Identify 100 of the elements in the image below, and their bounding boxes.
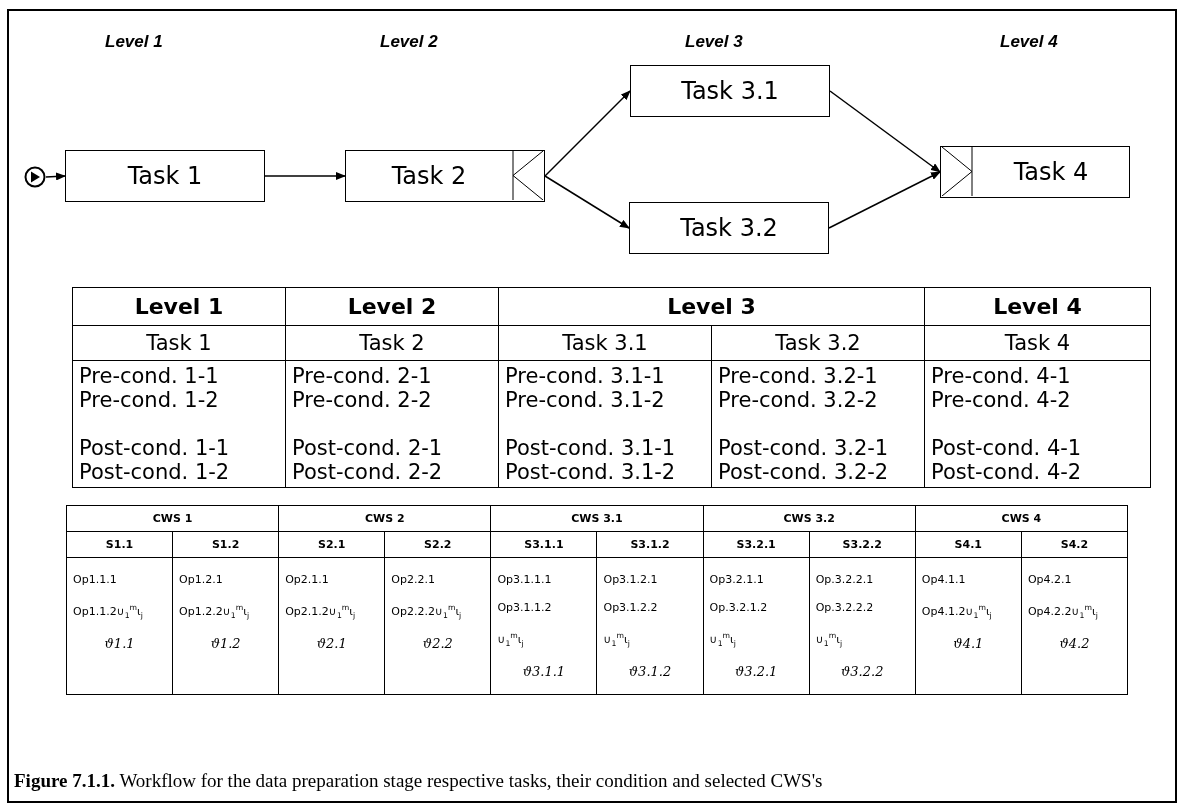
condition-text: Pre-cond. 2-1 — [292, 364, 433, 388]
table-cell: Task 3.2 — [711, 325, 925, 361]
task-box — [940, 146, 1130, 198]
header-cell: CWS 3.1 — [490, 505, 704, 532]
header-cell: Level 3 — [498, 287, 925, 326]
header-cell: S4.2 — [1021, 531, 1128, 558]
condition-text: Post-cond. 1-1 — [79, 436, 231, 460]
theta-value: ϑ3.2.2 — [840, 662, 885, 681]
header-cell: Level 1 — [72, 287, 286, 326]
header-cell: CWS 3.2 — [703, 505, 916, 532]
table-cell: Task 4 — [924, 325, 1151, 361]
arrow — [264, 172, 346, 180]
level-label: Level 4 — [1000, 32, 1058, 52]
header-cell: Level 2 — [285, 287, 499, 326]
operation-text: Op1.1.2∪$_{1}$$^{m}$ι$_{j}$ — [73, 602, 144, 622]
theta-value: ϑ1.1 — [103, 634, 136, 653]
operation-text: Op3.1.1.2 — [497, 600, 553, 616]
task-label: Task 3.2 — [680, 214, 778, 242]
condition-text: Post-cond. 3.2-1 — [718, 436, 890, 460]
condition-text: Pre-cond. 1-2 — [79, 388, 220, 412]
header-cell: S3.1.1 — [490, 531, 597, 558]
condition-text: Post-cond. 1-2 — [79, 460, 231, 484]
start-event-icon — [24, 166, 46, 188]
condition-text: Post-cond. 3.1-1 — [505, 436, 677, 460]
theta-value: ϑ4.1 — [952, 634, 985, 653]
level-label: Level 1 — [105, 32, 163, 52]
operation-text: Op3.1.1.1 — [497, 572, 553, 588]
arrow — [828, 171, 941, 229]
theta-value: ϑ3.1.1 — [521, 662, 567, 681]
task-box — [65, 150, 265, 202]
theta-value: ϑ1.2 — [209, 634, 242, 653]
condition-text: Pre-cond. 3.1-1 — [505, 364, 666, 388]
theta-value: ϑ2.1 — [315, 634, 348, 653]
condition-text: Post-cond. 4-2 — [931, 460, 1083, 484]
header-cell: CWS 4 — [915, 505, 1128, 532]
arrow — [45, 172, 66, 181]
table-cell: Task 3.1 — [498, 325, 712, 361]
condition-text: Pre-cond. 2-2 — [292, 388, 433, 412]
task-box — [345, 150, 545, 202]
header-cell: S1.1 — [66, 531, 173, 558]
figure-caption: Figure 7.1.1. Workflow for the data preparation stage respective tasks, their condition and selected CWS's — [14, 770, 823, 792]
header-cell: S3.2.2 — [809, 531, 916, 558]
operation-text: ∪$_{1}$$^{m}$ι$_{j}$ — [497, 630, 525, 650]
task-label: Task 2 — [391, 162, 467, 190]
theta-value: ϑ3.2.1 — [733, 662, 779, 681]
operation-text: Op4.1.1 — [921, 572, 967, 588]
operation-text: Op3.1.2.2 — [603, 600, 659, 616]
task-label: Task 4 — [1013, 158, 1089, 186]
arrow — [544, 90, 631, 177]
condition-text: Post-cond. 2-2 — [292, 460, 444, 484]
operation-text: Op.3.2.2.2 — [815, 600, 875, 616]
operation-text: Op2.1.2∪$_{1}$$^{m}$ι$_{j}$ — [285, 602, 357, 622]
level-label: Level 2 — [380, 32, 438, 52]
theta-value: ϑ3.1.2 — [627, 662, 673, 681]
operation-text: Op2.2.1 — [391, 572, 436, 588]
header-cell: CWS 2 — [278, 505, 491, 532]
operation-text: Op.3.2.1.2 — [709, 600, 769, 616]
operation-text: ∪$_{1}$$^{m}$ι$_{j}$ — [815, 630, 843, 650]
task-box — [629, 202, 829, 254]
condition-text: Pre-cond. 4-1 — [931, 364, 1072, 388]
arrow — [829, 90, 941, 173]
condition-text: Post-cond. 2-1 — [292, 436, 444, 460]
condition-text: Pre-cond. 3.2-2 — [718, 388, 879, 412]
arrow — [544, 175, 630, 229]
condition-text: Pre-cond. 3.1-2 — [505, 388, 666, 412]
header-cell: S2.1 — [278, 531, 385, 558]
task-label: Task 3.1 — [681, 77, 779, 105]
operation-text: Op2.2.2∪$_{1}$$^{m}$ι$_{j}$ — [391, 602, 463, 622]
operation-text: Op3.1.2.1 — [603, 572, 659, 588]
operation-text: Op4.1.2∪$_{1}$$^{m}$ι$_{j}$ — [921, 602, 993, 622]
task-label: Task 1 — [127, 162, 203, 190]
operation-text: Op1.2.1 — [179, 572, 224, 588]
header-cell: S2.2 — [384, 531, 491, 558]
table-cell: Task 2 — [285, 325, 499, 361]
theta-value: ϑ4.2 — [1058, 634, 1091, 653]
header-cell: CWS 1 — [66, 505, 279, 532]
condition-text: Post-cond. 3.1-2 — [505, 460, 677, 484]
operation-text: Op3.2.1.1 — [709, 572, 765, 588]
header-cell: S4.1 — [915, 531, 1022, 558]
condition-text: Pre-cond. 1-1 — [79, 364, 220, 388]
theta-value: ϑ2.2 — [421, 634, 454, 653]
header-cell: Level 4 — [924, 287, 1151, 326]
condition-text: Pre-cond. 4-2 — [931, 388, 1072, 412]
table-cell: Task 1 — [72, 325, 286, 361]
condition-text: Post-cond. 3.2-2 — [718, 460, 890, 484]
operation-text: Op1.1.1 — [73, 572, 118, 588]
condition-text: Post-cond. 4-1 — [931, 436, 1083, 460]
operation-text: ∪$_{1}$$^{m}$ι$_{j}$ — [603, 630, 631, 650]
operation-text: Op2.1.1 — [285, 572, 330, 588]
operation-text: Op4.2.1 — [1027, 572, 1073, 588]
operation-text: ∪$_{1}$$^{m}$ι$_{j}$ — [709, 630, 737, 650]
level-label: Level 3 — [685, 32, 743, 52]
operation-text: Op.3.2.2.1 — [815, 572, 875, 588]
header-cell: S1.2 — [172, 531, 279, 558]
task-box — [630, 65, 830, 117]
operation-text: Op1.2.2∪$_{1}$$^{m}$ι$_{j}$ — [179, 602, 251, 622]
header-cell: S3.2.1 — [703, 531, 810, 558]
header-cell: S3.1.2 — [596, 531, 704, 558]
operation-text: Op4.2.2∪$_{1}$$^{m}$ι$_{j}$ — [1027, 602, 1099, 622]
condition-text: Pre-cond. 3.2-1 — [718, 364, 879, 388]
